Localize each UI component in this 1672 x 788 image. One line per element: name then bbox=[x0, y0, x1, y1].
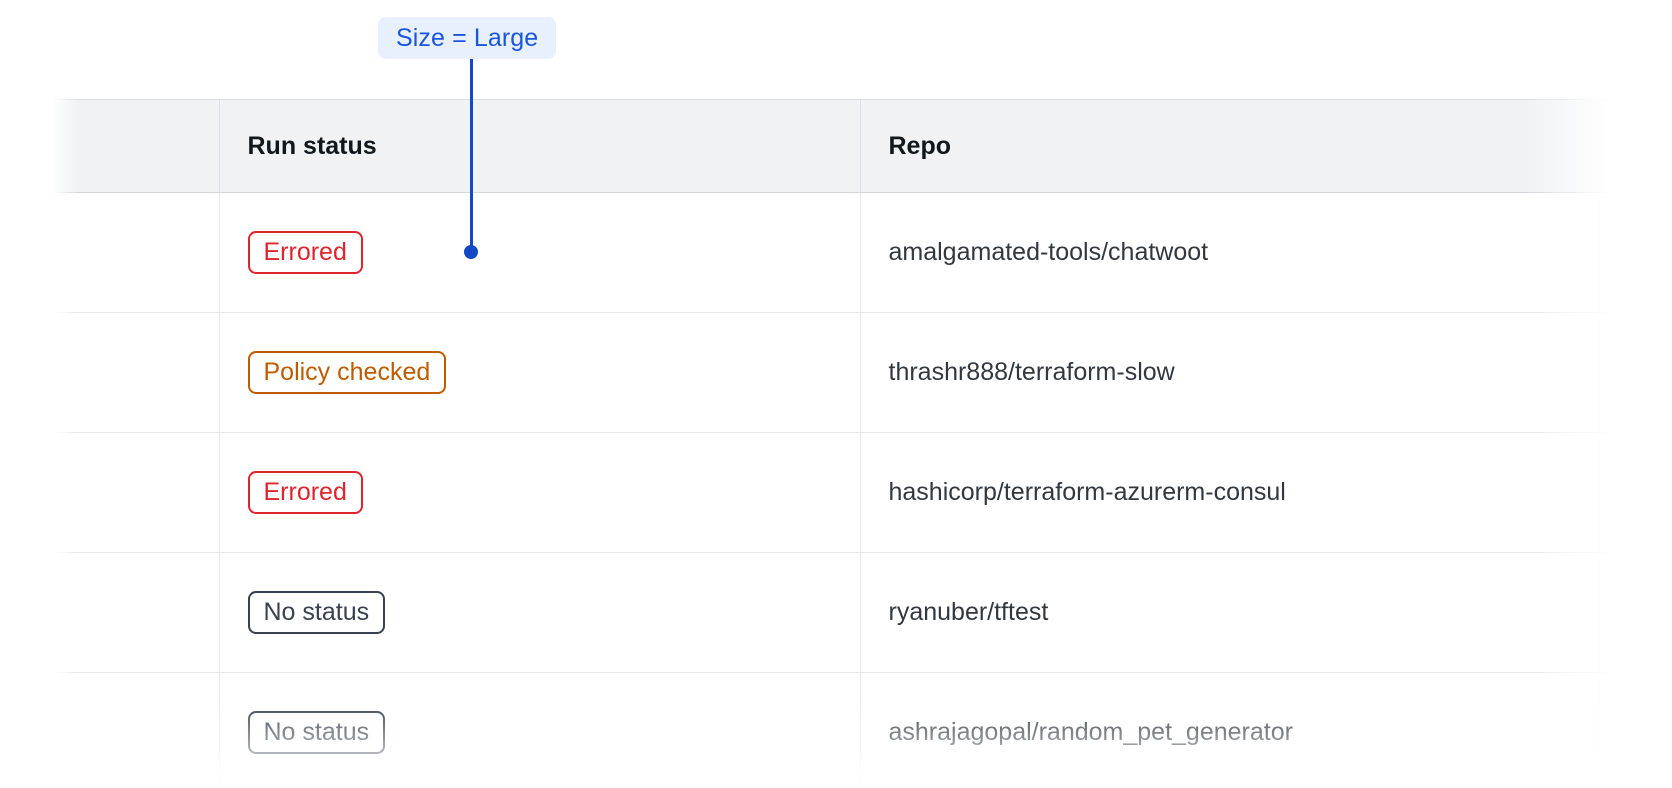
cell-repo: thrashr888/terraform-slow bbox=[860, 312, 1599, 433]
cell-spacer bbox=[52, 672, 220, 788]
cell-spacer bbox=[52, 192, 220, 313]
annotation-callout-pill: Size = Large bbox=[378, 17, 557, 59]
cell-repo: amalgamated-tools/chatwoot bbox=[860, 192, 1599, 313]
table-header-row: Run status Repo bbox=[52, 99, 1672, 193]
cell-run-status: No status bbox=[219, 552, 861, 673]
table-row[interactable]: No status ashrajagopal/random_pet_generat… bbox=[52, 672, 1672, 788]
cell-run-status: Errored bbox=[219, 432, 861, 553]
cell-run-status: Policy checked bbox=[219, 312, 861, 433]
status-badge[interactable]: No status bbox=[247, 591, 386, 634]
cell-extra bbox=[1598, 432, 1672, 553]
table-row[interactable]: Errored amalgamated-tools/chatwoot bbox=[52, 192, 1672, 313]
cell-spacer bbox=[52, 312, 220, 433]
annotation-label: Size = Large bbox=[396, 23, 539, 52]
cell-extra bbox=[1598, 312, 1672, 433]
status-badge[interactable]: Errored bbox=[247, 471, 363, 514]
status-badge[interactable]: Policy checked bbox=[247, 351, 447, 394]
cell-spacer bbox=[52, 552, 220, 673]
table-row[interactable]: No status ryanuber/tftest bbox=[52, 552, 1672, 673]
cell-repo: ryanuber/tftest bbox=[860, 552, 1599, 673]
repo-name[interactable]: amalgamated-tools/chatwoot bbox=[888, 238, 1209, 266]
repo-name[interactable]: thrashr888/terraform-slow bbox=[888, 358, 1175, 386]
status-badge[interactable]: Errored bbox=[247, 231, 363, 274]
cell-extra bbox=[1598, 672, 1672, 788]
status-badge[interactable]: No status bbox=[247, 711, 386, 754]
cell-repo: hashicorp/terraform-azurerm-consul bbox=[860, 432, 1599, 553]
repo-name[interactable]: ashrajagopal/random_pet_generator bbox=[888, 718, 1293, 746]
column-header-repo[interactable]: Repo bbox=[860, 99, 1599, 193]
annotation-leader-line bbox=[470, 59, 473, 251]
table-row[interactable]: Policy checked thrashr888/terraform-slow bbox=[52, 312, 1672, 433]
repo-name[interactable]: ryanuber/tftest bbox=[888, 598, 1049, 626]
annotation-anchor-dot bbox=[464, 245, 478, 259]
cell-run-status: Errored bbox=[219, 192, 861, 313]
cell-repo: ashrajagopal/random_pet_generator bbox=[860, 672, 1599, 788]
column-header-extra bbox=[1598, 99, 1672, 193]
repo-name[interactable]: hashicorp/terraform-azurerm-consul bbox=[888, 478, 1286, 506]
cell-spacer bbox=[52, 432, 220, 553]
table-container: Run status Repo Errored amalgamated-tools… bbox=[52, 99, 1672, 788]
column-header-spacer bbox=[52, 99, 220, 193]
cell-extra bbox=[1598, 552, 1672, 673]
column-header-run-status[interactable]: Run status bbox=[219, 99, 861, 193]
table-header: Run status Repo bbox=[52, 99, 1672, 193]
runs-table: Run status Repo Errored amalgamated-tools… bbox=[52, 99, 1672, 788]
cell-run-status: No status bbox=[219, 672, 861, 788]
table-row[interactable]: Errored hashicorp/terraform-azurerm-consu… bbox=[52, 432, 1672, 553]
cell-extra bbox=[1598, 192, 1672, 313]
